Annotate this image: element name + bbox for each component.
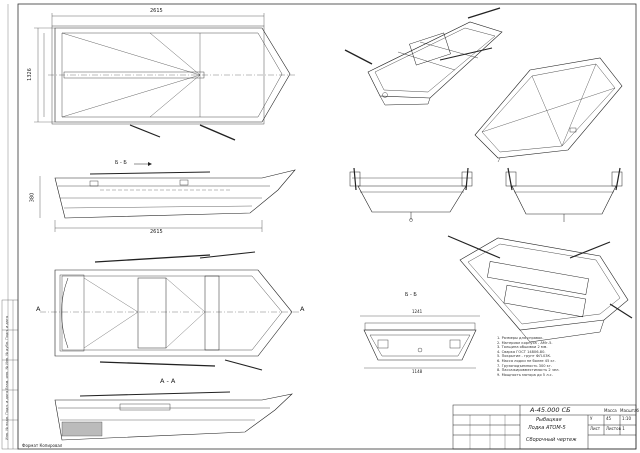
- section-bb-bottom-dim: 1148: [412, 369, 423, 374]
- note-line: 9. Мощность мотора до 5 л.с.: [497, 372, 553, 377]
- title-block-sheets-label: Листов 1: [606, 426, 625, 431]
- title-block-sheet-label: Лист: [590, 426, 601, 431]
- front-view-right: [505, 167, 623, 222]
- note-line: 8. Пассажировместимость 2 чел.: [497, 368, 560, 373]
- title-block-name-line1: Рыбацкая: [536, 417, 562, 423]
- title-block-mass: 45: [606, 416, 612, 421]
- top-plan-view: [34, 13, 295, 141]
- note-line: 5. Покрытие - грунт ФЛ-03К.: [497, 354, 552, 359]
- note-line: 1. Размеры для справок.: [497, 336, 544, 340]
- section-bb-width-dim: 1241: [412, 309, 423, 314]
- section-mark-a-left: А: [36, 305, 41, 313]
- note-line: 4. Сварка ГОСТ 14806-80.: [497, 349, 546, 354]
- section-aa-title: А - А: [160, 377, 176, 385]
- title-block-scale-label: Масштаб: [620, 408, 640, 413]
- title-block-doc-type: Сборочный чертеж: [526, 437, 577, 443]
- title-block-scale: 1:10: [622, 416, 631, 421]
- isometric-boat-open: [344, 7, 503, 106]
- technical-notes: 1. Размеры для справок. 2. Материал корп…: [497, 336, 635, 377]
- top-plan-length-dim: 2615: [150, 8, 163, 14]
- note-line: 7. Грузоподъемность 300 кг.: [497, 363, 552, 368]
- note-line: 2. Материал корпуса - АМг-5.: [497, 340, 553, 345]
- title-block-name-line2: Лодка АТОМ-5: [528, 425, 566, 431]
- title-block-designation: А-45.000 СБ: [530, 406, 571, 414]
- section-aa-view: [54, 391, 293, 441]
- side-profile-height-dim: 380: [29, 192, 36, 203]
- left-stamp-table: [1, 299, 19, 450]
- title-block-letter: У: [590, 416, 593, 421]
- side-strip-text: Инв. № подл. Подп. и дата Взам. инв. № И…: [5, 316, 9, 440]
- bottom-left-text: Формат Копировал: [22, 443, 63, 448]
- isometric-boat-interior: [447, 235, 633, 343]
- sheet-frame: [17, 3, 637, 450]
- note-line: 3. Толщина обшивки 2 мм.: [497, 345, 548, 350]
- isometric-boat-covered: [474, 57, 623, 163]
- section-bb-title: Б - Б: [405, 292, 417, 298]
- section-mark-a-right: А: [300, 305, 305, 313]
- front-view-left: [349, 167, 473, 222]
- title-block: [452, 404, 637, 450]
- title-block-mass-label: Масса: [604, 408, 617, 413]
- side-profile-view: [39, 162, 296, 232]
- section-bb-view: [360, 315, 480, 369]
- deck-plan-view: [40, 251, 300, 371]
- side-profile-length-dim: 2615: [150, 229, 163, 235]
- section-mark-bb-side: Б - Б: [115, 160, 127, 166]
- top-plan-width-dim: 1326: [26, 68, 33, 81]
- note-line: 6. Масса лодки не более 45 кг.: [497, 358, 556, 363]
